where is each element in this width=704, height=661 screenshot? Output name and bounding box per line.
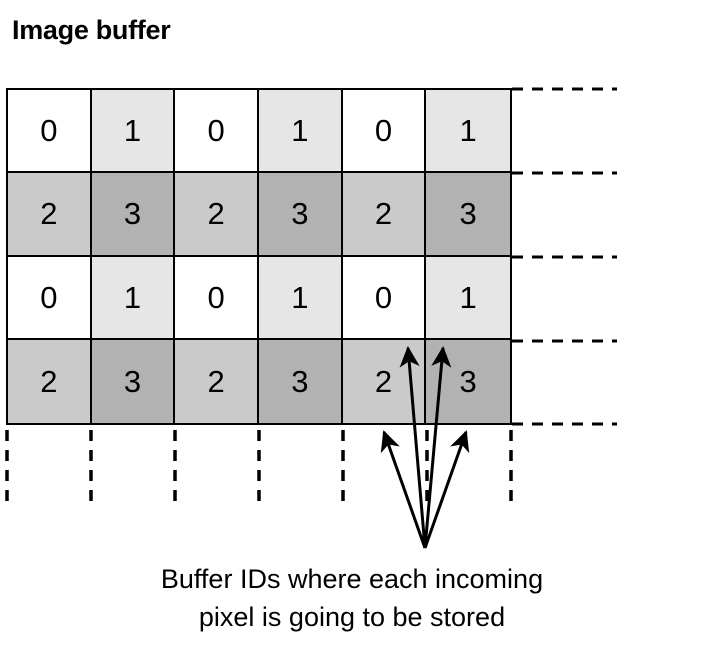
grid-cell: 3: [91, 173, 176, 257]
caption-line-1: Buffer IDs where each incoming: [160, 564, 544, 594]
grid-cell: 0: [342, 256, 427, 340]
grid-cell: 3: [258, 339, 343, 423]
grid-cell: 3: [426, 173, 510, 257]
grid-cell: 0: [175, 256, 259, 340]
grid-cell: 0: [175, 90, 259, 174]
grid-cell: 0: [8, 90, 92, 174]
grid-cell: 2: [342, 173, 427, 257]
grid-cell: 2: [8, 173, 92, 257]
grid-cell: 1: [91, 90, 176, 174]
grid-cell: 1: [91, 256, 176, 340]
grid-cell: 0: [342, 90, 427, 174]
buffer-grid: 0 1 0 1 0 1 2 3 2 3 2 3 0 1 0 1 0 1 2 3 …: [6, 88, 512, 425]
caption-line-2: pixel is going to be stored: [198, 602, 506, 632]
grid-cell: 3: [91, 339, 176, 423]
grid-cell: 1: [426, 256, 510, 340]
grid-cell: 0: [8, 256, 92, 340]
horizontal-dashed-lines: [512, 87, 617, 426]
caption: Buffer IDs where each incoming pixel is …: [0, 560, 704, 636]
grid-cell: 1: [258, 90, 343, 174]
vertical-dashed-lines: [5, 430, 513, 510]
grid-cell: 2: [175, 339, 259, 423]
grid-cell: 3: [426, 339, 510, 423]
grid-cell: 2: [175, 173, 259, 257]
grid-cell: 1: [258, 256, 343, 340]
grid-cell: 1: [426, 90, 510, 174]
page-title: Image buffer: [12, 15, 171, 45]
arrow-to-cell-r4c5-bottom: [380, 430, 427, 549]
grid-cell: 2: [342, 339, 427, 423]
grid-cell: 3: [258, 173, 343, 257]
grid-cell: 2: [8, 339, 92, 423]
arrow-to-cell-r4c6-bottom: [423, 430, 470, 549]
